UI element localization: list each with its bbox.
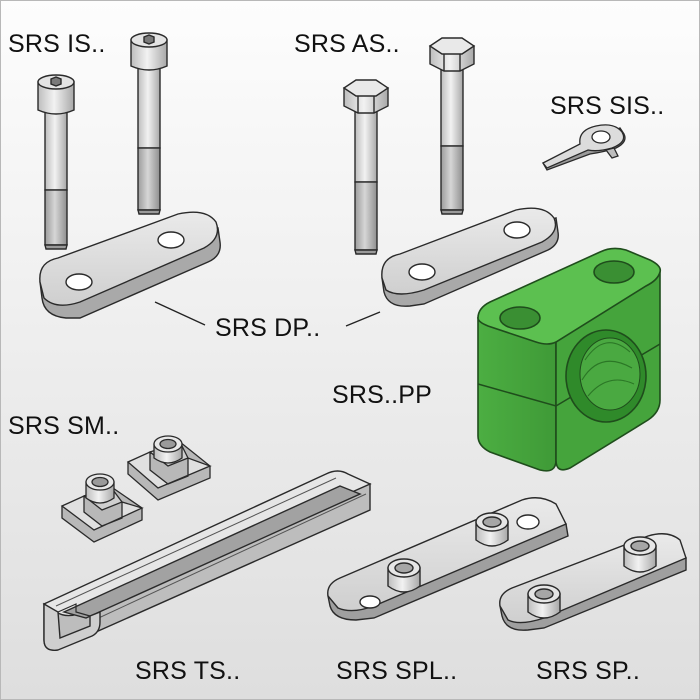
label-weld-plate: SRS SP.. <box>536 657 640 685</box>
cover-plate-right <box>381 207 559 307</box>
label-mounting-rail: SRS TS.. <box>135 657 241 685</box>
cover-plate-left <box>39 211 221 319</box>
channel-nut-rear <box>126 435 212 501</box>
label-clamp-pair: SRS..PP <box>332 381 433 409</box>
label-cover-plate: SRS DP.. <box>215 314 321 342</box>
weld-plate <box>499 533 687 631</box>
stacking-plate <box>327 497 569 621</box>
socket-screw-short <box>37 74 75 250</box>
label-safety-plate: SRS SIS.. <box>550 92 665 120</box>
hex-screw-short <box>342 79 390 255</box>
label-socket-screw: SRS IS.. <box>8 30 106 58</box>
leader-line-right <box>345 311 381 327</box>
clamp-pair <box>477 247 662 472</box>
leader-line-left <box>154 301 206 326</box>
label-hex-screw: SRS AS.. <box>294 30 400 58</box>
socket-screw-long <box>130 32 168 215</box>
label-channel-nut: SRS SM.. <box>8 412 120 440</box>
safety-plate <box>541 124 626 171</box>
mounting-rail <box>42 470 372 651</box>
hex-screw-long <box>428 37 476 215</box>
label-stacking-plate: SRS SPL.. <box>336 657 458 685</box>
channel-nut-front <box>60 473 144 543</box>
